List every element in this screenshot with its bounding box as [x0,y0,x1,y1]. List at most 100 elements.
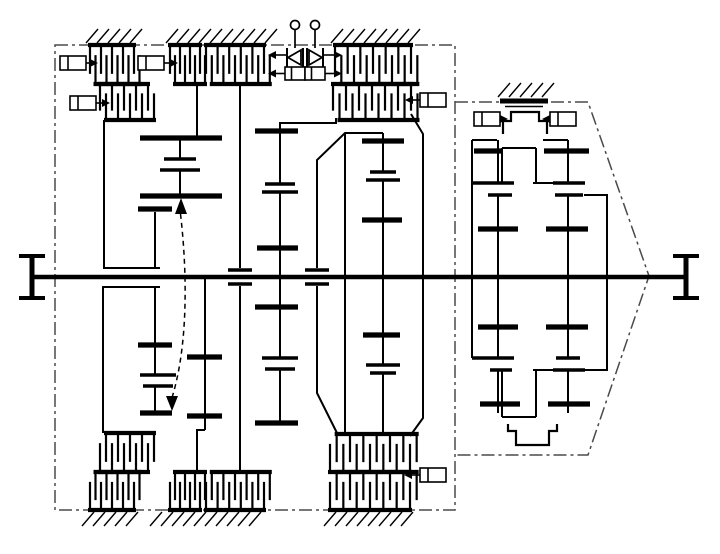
hatch-stroke [107,28,121,44]
hatch-stroke [345,511,359,527]
piston-box [137,55,165,71]
coupling-mid-upper [262,182,298,194]
hatch-stroke [330,28,344,44]
mid-shaft-top-link [279,118,337,131]
piston-clutch-e [405,92,447,108]
ground-hatch-top-left [85,28,143,44]
piston-clutch-a2 [69,95,110,111]
brake-pack-c1 [168,42,207,87]
rm-output-bracket [584,194,608,371]
hatch-stroke [363,28,377,44]
gear-shift-arrow [166,198,187,411]
brake-pack-c2 [204,42,272,87]
fork-pawl-icon [308,48,324,67]
ground-hatch-bottom-center [149,511,262,527]
coupling-right-upper [366,170,400,182]
left-module-boundary [54,44,456,511]
arrowhead-icon [334,69,342,78]
hatch-stroke [385,28,399,44]
rm-coupling-top-left [472,181,514,197]
ground-hatch-top-right [330,28,421,44]
hatch-stroke [248,511,262,527]
sleeve-on-shaft-left [228,268,252,286]
hatch-stroke [81,511,95,527]
clutch-pack-a2 [98,81,156,123]
hatch-stroke [237,511,251,527]
piston-box [59,55,87,71]
piston-box [419,92,447,108]
arrowhead-icon [268,51,276,59]
arrowhead-icon [500,115,508,123]
hatch-stroke [215,511,229,527]
hatch-stroke [125,511,139,527]
hatch-stroke [160,511,174,527]
hatch-stroke [129,28,143,44]
piston-brake-d-lower [404,467,447,483]
hatch-stroke [209,28,223,44]
hatch-stroke [367,511,381,527]
hatch-stroke [204,511,218,527]
hatch-stroke [374,28,388,44]
rm-dog-clutch-hat-bottom [506,424,559,447]
brake-pack-a1-lower [88,469,142,513]
brake-pack-c2-lower [204,469,272,513]
arrowhead-icon [175,198,187,214]
rm-dog-clutch-hat-top [501,110,549,134]
hatch-stroke [96,28,110,44]
frame-upper-left [103,120,160,269]
hatch-stroke [341,28,355,44]
frame-lower-left [102,286,160,433]
arrowhead-icon [542,115,550,123]
piston-rm-right [542,111,577,127]
piston-brake-c1 [137,55,178,71]
shift-fork-right [304,19,342,81]
arrowhead-icon [334,51,342,59]
shift-arrow-curve [171,213,186,397]
arrowhead-icon [268,69,276,78]
fork-pawl-icon [286,48,302,67]
hatch-stroke [103,511,117,527]
arrowhead-icon [166,396,178,411]
ground-hatch-bottom-left [81,511,139,527]
hatch-stroke [264,28,278,44]
rm-coupling-top-right [553,181,585,197]
arrowhead-icon [170,59,178,67]
hatch-stroke [231,28,245,44]
piston-rm-left [473,111,508,127]
hatch-stroke [519,82,533,98]
piston-box [549,111,577,127]
hatch-stroke [226,511,240,527]
output-flange [673,254,699,300]
piston-box [69,95,97,111]
brake-pack-a1 [88,42,142,87]
coupling-lower-1 [140,373,176,388]
hatch-stroke [389,511,403,527]
clutch-pack-a2-lower [98,430,156,475]
hatch-stroke [165,28,179,44]
hatch-stroke [182,511,196,527]
hatch-stroke [407,28,421,44]
ground-hatch-top-center [165,28,278,44]
ground-hatch-right-module [497,82,555,98]
hatch-stroke [118,28,132,44]
sleeve-on-shaft-right [305,268,329,286]
input-flange [19,254,45,300]
arrowhead-icon [405,96,413,104]
hatch-stroke [352,28,366,44]
brake-pack-d-lower [328,431,419,513]
fork-knob-icon [289,19,301,31]
hatch-stroke [396,28,410,44]
hatch-stroke [378,511,392,527]
arrowhead-icon [404,471,412,479]
ground-hatch-bottom-right [323,511,414,527]
fork-piston-box [304,66,326,81]
fork-piston-box [284,66,306,81]
hatch-stroke [508,82,522,98]
arrowhead-icon [102,99,110,107]
piston-box [419,467,447,483]
hatch-stroke [114,511,128,527]
hatch-stroke [242,28,256,44]
bracket-upper [316,132,383,268]
